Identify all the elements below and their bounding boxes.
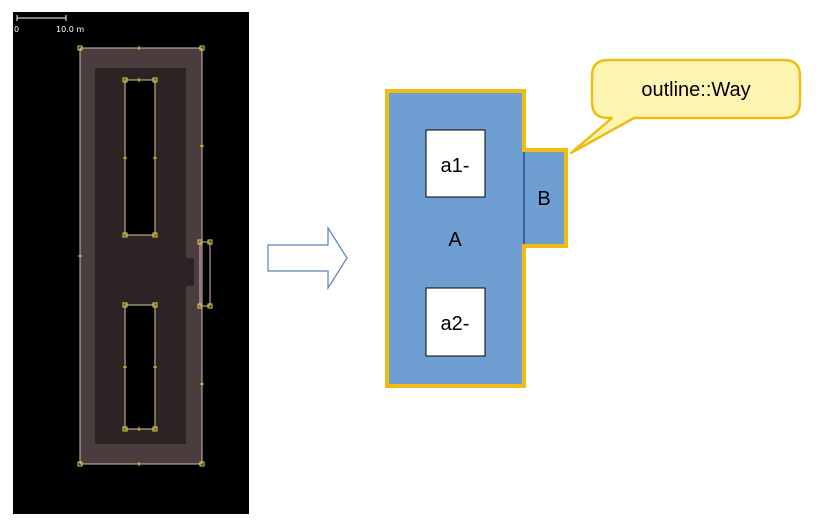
- hole-a2-label: a2-: [441, 313, 470, 335]
- scale-bar: 0 10.0 m: [14, 15, 84, 34]
- right-arrow-icon: [267, 225, 348, 291]
- vertex-markers: [77, 45, 213, 467]
- callout-text: outline::Way: [641, 79, 750, 101]
- region-a-label: A: [448, 229, 462, 251]
- side-box[interactable]: [199, 241, 211, 307]
- hole-a1-label: a1-: [441, 155, 470, 177]
- midpoint-markers: [78, 46, 204, 466]
- hole-bottom[interactable]: [124, 304, 156, 430]
- callout-bubble: [569, 58, 802, 155]
- hole-a1: [425, 129, 486, 198]
- hole-a2: [425, 287, 486, 357]
- inner-room: [95, 68, 194, 444]
- editor-view: 0 10.0 m: [13, 12, 249, 514]
- schematic-diagram: a1- a2- A B outline::Way: [385, 58, 802, 388]
- hole-top[interactable]: [124, 79, 156, 236]
- scale-start-label: 0: [14, 25, 19, 34]
- region-b-label: B: [537, 188, 550, 210]
- scale-end-label: 10.0 m: [56, 25, 84, 34]
